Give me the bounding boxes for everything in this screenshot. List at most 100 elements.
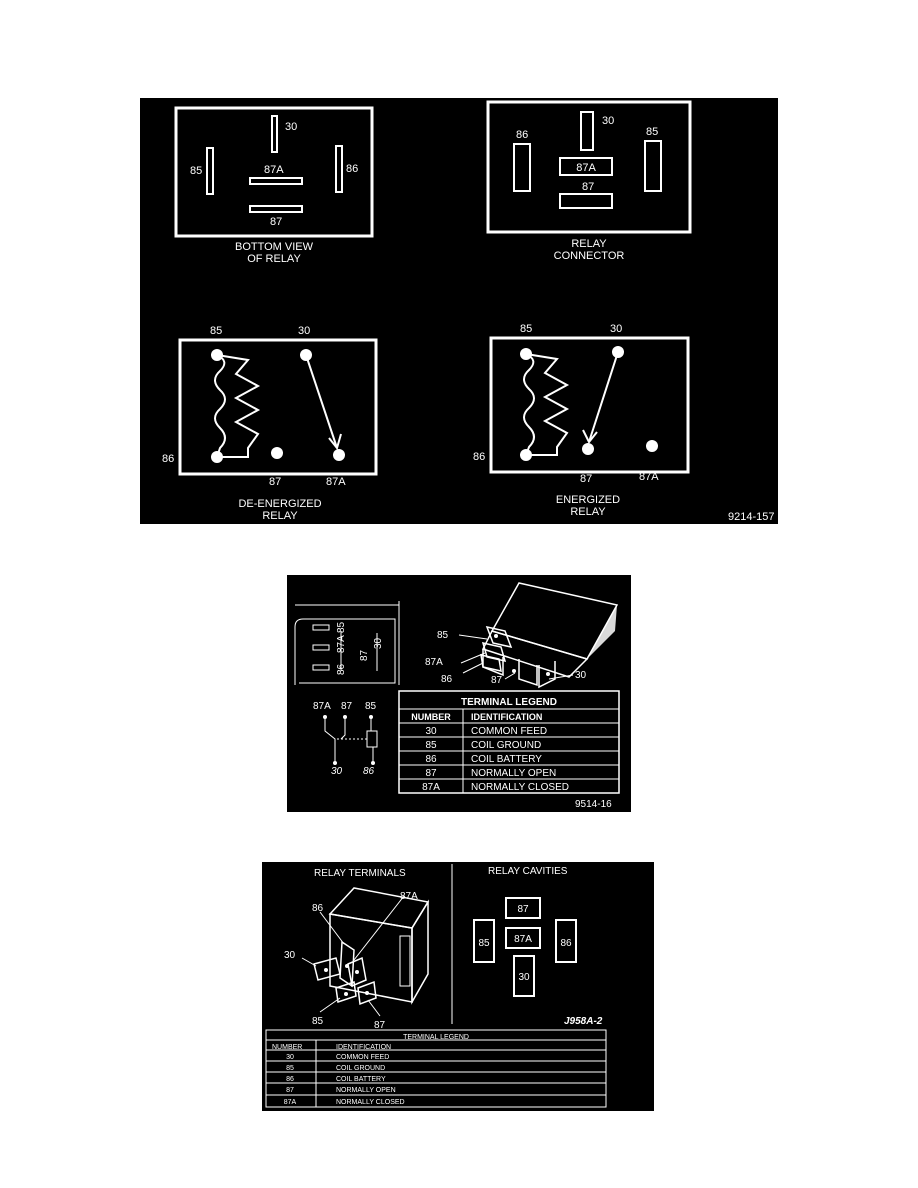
figure-id-j958a-2: J958A-2 xyxy=(564,1016,603,1027)
de-energized-86-label: 86 xyxy=(162,453,174,465)
relay-label-85: 85 xyxy=(437,630,449,641)
legend2-row-number: 85 xyxy=(286,1065,294,1072)
relay-cavities-title: RELAY CAVITIES xyxy=(488,866,568,877)
schematic-coil xyxy=(366,730,378,748)
relay-legend-diagram: 86 87A 85 87 30 85 87A 86 87 30 87A 87 8… xyxy=(294,582,620,810)
de-energized-outline xyxy=(178,338,378,476)
legend2-outline xyxy=(265,1029,607,1108)
legend2-row-identification: COMMON FEED xyxy=(336,1054,389,1061)
relay-side-view: 86 87A 85 87 30 xyxy=(294,601,400,685)
relay-isometric: 85 87A 86 87 30 xyxy=(425,582,619,689)
terminal3-87 xyxy=(357,980,377,1006)
de-energized-relay: 85 30 86 87 87A DE-ENERGIZED RELAY xyxy=(162,325,378,522)
terminal-85-blade xyxy=(485,625,513,649)
de-energized-arrow xyxy=(328,433,342,451)
energized-coil xyxy=(523,353,535,456)
cavity3-87a xyxy=(505,927,541,949)
legend-row-identification: COMMON FEED xyxy=(471,726,547,737)
cavity-85-label: 85 xyxy=(646,126,658,138)
bottom-view-outline xyxy=(174,106,374,238)
pin-86-label: 86 xyxy=(346,163,358,175)
cavity-87a xyxy=(559,157,613,176)
energized-arrow xyxy=(582,429,598,444)
relay-label-87a: 87A xyxy=(425,657,443,668)
cavity3-30-label: 30 xyxy=(518,972,530,983)
schematic-label-87a: 87A xyxy=(313,701,331,712)
de-energized-spring xyxy=(216,354,261,458)
relay-cavity-layout: 87 85 87A 86 30 xyxy=(473,897,577,997)
cavity-86-label: 86 xyxy=(516,129,528,141)
legend2-header-number: NUMBER xyxy=(272,1044,302,1051)
cavity-87-label: 87 xyxy=(582,181,594,193)
relay-label-30: 30 xyxy=(575,670,587,681)
legend2-row-identification: COIL BATTERY xyxy=(336,1076,386,1083)
relay-terminal-isometric: 86 87A 30 85 87 xyxy=(284,887,430,1031)
de-energized-87a-terminal xyxy=(333,449,345,461)
terminal3-85 xyxy=(335,981,357,1003)
legend-table-outline xyxy=(398,690,620,794)
side-label-86: 86 xyxy=(336,663,347,675)
relay-terminals-panel: RELAY TERMINALS RELAY CAVITIES 86 87A 30… xyxy=(262,862,654,1111)
terminal3-label-30: 30 xyxy=(284,950,296,961)
terminal3-label-87a: 87A xyxy=(400,891,418,902)
legend-row-identification: NORMALLY OPEN xyxy=(471,768,556,779)
legend-row-number: 87 xyxy=(425,768,437,779)
energized-outline xyxy=(489,336,690,474)
schematic-switch xyxy=(324,717,336,761)
schematic-label-30: 30 xyxy=(331,766,343,777)
schematic-label-85: 85 xyxy=(365,701,377,712)
legend-row-identification: NORMALLY CLOSED xyxy=(471,782,569,793)
legend2-row-number: 30 xyxy=(286,1054,294,1061)
legend2-header-identification: IDENTIFICATION xyxy=(336,1044,391,1051)
de-energized-85-label: 85 xyxy=(210,325,222,337)
terminal-86-blade xyxy=(480,654,502,672)
terminal-legend-table-2: TERMINAL LEGEND NUMBER IDENTIFICATION 30… xyxy=(265,1029,607,1108)
relay3-front xyxy=(329,913,413,1003)
side-label-85: 85 xyxy=(336,621,347,633)
cavity3-87 xyxy=(505,897,541,919)
legend2-row-number: 86 xyxy=(286,1076,294,1083)
relay-label-86: 86 xyxy=(441,674,453,685)
terminal3-label-86: 86 xyxy=(312,903,324,914)
pin-87-slot xyxy=(249,205,303,213)
pin-85-slot xyxy=(206,147,214,195)
bottom-view-caption-line2: OF RELAY xyxy=(247,253,301,265)
cavity-30-label: 30 xyxy=(602,115,614,127)
relay-terminals-title: RELAY TERMINALS xyxy=(314,868,406,879)
de-energized-87-terminal xyxy=(271,447,283,459)
pin-30-label: 30 xyxy=(285,121,297,133)
legend-header-number: NUMBER xyxy=(411,712,451,722)
cavity-87a-label: 87A xyxy=(576,162,596,174)
figure-id-9214-157: 9214-157 xyxy=(728,511,775,523)
relay-views-panel: 30 85 87A 86 87 BOTTOM VIEW OF RELAY 30 … xyxy=(140,98,778,524)
cavity-87 xyxy=(559,193,613,209)
side-label-30: 30 xyxy=(373,637,384,649)
pin-87-label: 87 xyxy=(270,216,282,228)
legend-title: TERMINAL LEGEND xyxy=(461,697,557,708)
figure-id-9514-16: 9514-16 xyxy=(575,799,612,810)
legend2-row-identification: COIL GROUND xyxy=(336,1065,385,1072)
cavity3-85 xyxy=(473,919,495,963)
de-energized-87a-label: 87A xyxy=(326,476,346,488)
energized-30-label: 30 xyxy=(610,323,622,335)
terminal3-label-87: 87 xyxy=(374,1020,386,1031)
pin-86-slot xyxy=(335,145,343,193)
energized-caption-line1: ENERGIZED xyxy=(556,494,620,506)
connector-caption-line1: RELAY xyxy=(571,238,607,250)
cavity3-86-label: 86 xyxy=(560,938,572,949)
schematic-label-87: 87 xyxy=(341,701,353,712)
connector-caption-line2: CONNECTOR xyxy=(554,250,625,262)
cavity3-87-label: 87 xyxy=(517,904,529,915)
side-label-87: 87 xyxy=(359,649,370,661)
terminal-legend-table: TERMINAL LEGEND NUMBER IDENTIFICATION 30… xyxy=(398,690,620,794)
legend-header-identification: IDENTIFICATION xyxy=(471,712,542,722)
energized-spring xyxy=(525,353,570,456)
connector-outline xyxy=(486,100,692,234)
energized-87a-label: 87A xyxy=(639,471,659,483)
energized-armature xyxy=(588,351,619,443)
legend-row-identification: COIL GROUND xyxy=(471,740,541,751)
side-label-87a: 87A xyxy=(336,635,347,653)
relay-connector: 30 86 85 87A 87 RELAY CONNECTOR xyxy=(486,100,692,262)
terminal-87a-blade xyxy=(481,641,507,663)
cavity-30 xyxy=(580,111,594,151)
